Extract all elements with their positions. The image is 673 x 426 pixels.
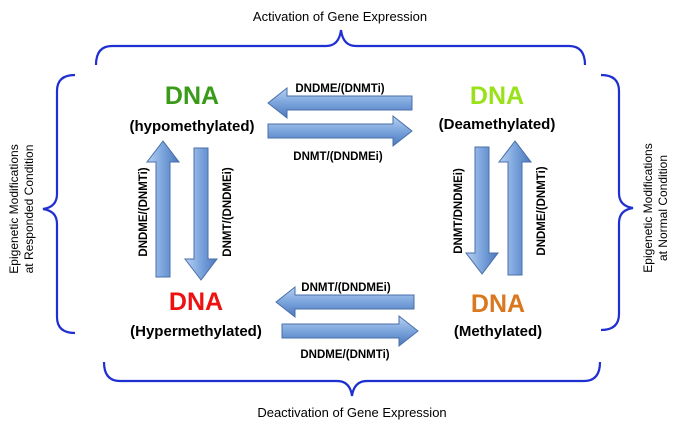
node-bottom-left-state: (Hypermethylated)	[130, 323, 262, 340]
arrow-label-left-down: DNMT/(DNDMEi)	[222, 167, 234, 257]
top-curly-bracket	[94, 29, 587, 66]
node-top-left-state: (hypomethylated)	[129, 118, 254, 135]
arrow-label-bottom-left: DNMT/(DNDMEi)	[301, 282, 391, 294]
right-curly-bracket	[600, 73, 634, 332]
arrow-bottom-left-pointing	[275, 285, 415, 319]
arrow-top-right-pointing	[267, 114, 413, 148]
arrow-left-down	[183, 147, 219, 281]
arrow-right-down	[464, 146, 500, 275]
left-caption-line1: Epigenetic Modifications	[7, 144, 21, 273]
node-top-left-title: DNA	[165, 82, 219, 110]
arrow-label-left-up: DNDME/(DNMTi)	[138, 167, 150, 256]
node-bottom-left-title: DNA	[169, 288, 223, 316]
right-caption-line2: at Normal Condition	[656, 155, 670, 261]
arrow-label-right-down: DNMT/DNDMEi)	[453, 168, 465, 254]
bottom-curly-bracket	[102, 361, 602, 397]
right-caption-line1: Epigenetic Modifications	[641, 143, 655, 272]
node-bottom-right-title: DNA	[471, 290, 525, 318]
arrow-label-top-left: DNDME/(DNMTi)	[295, 83, 384, 95]
node-top-right-title: DNA	[470, 82, 524, 110]
arrow-label-top-right: DNMT/(DNDMEi)	[293, 151, 383, 163]
arrow-label-right-up: DNDME/(DNMTi)	[536, 166, 548, 255]
arrow-right-up	[497, 140, 533, 276]
top-caption: Activation of Gene Expression	[253, 9, 427, 24]
arrow-top-left-pointing	[267, 86, 413, 120]
left-caption-line2: at Responded Condition	[22, 145, 36, 274]
left-curly-bracket	[42, 73, 76, 335]
bottom-caption: Deactivation of Gene Expression	[257, 405, 446, 420]
node-top-right-state: (Deamethylated)	[439, 116, 556, 133]
arrow-label-bottom-right: DNDME/(DNMTi)	[300, 349, 389, 361]
node-bottom-right-state: (Methylated)	[454, 323, 542, 340]
arrow-left-up	[145, 140, 181, 278]
arrow-bottom-right-pointing	[281, 314, 419, 348]
